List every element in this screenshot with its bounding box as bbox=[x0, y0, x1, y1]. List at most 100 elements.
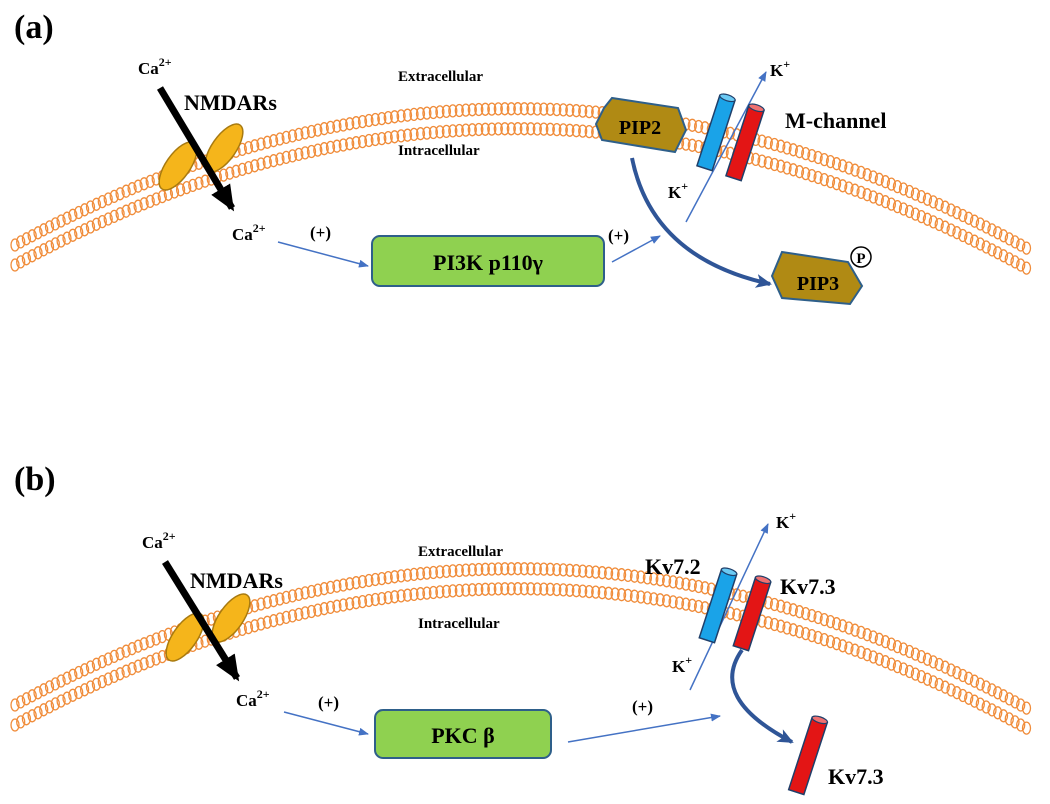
membrane-bead bbox=[975, 677, 985, 691]
membrane-bead bbox=[880, 195, 891, 209]
membrane-bead bbox=[801, 146, 811, 161]
membrane-bead bbox=[338, 138, 348, 152]
calcium-influx-arrow bbox=[162, 560, 240, 682]
membrane-bead bbox=[27, 709, 37, 723]
membrane-bead bbox=[539, 562, 549, 576]
membrane-bead bbox=[844, 161, 854, 175]
membrane-bead bbox=[383, 590, 393, 605]
membrane-bead bbox=[493, 122, 503, 136]
membrane-bead bbox=[415, 567, 426, 581]
membrane-bead bbox=[139, 657, 149, 671]
membrane-bead bbox=[62, 691, 72, 705]
membrane-bead bbox=[964, 211, 974, 225]
m-channel-blue-subunit bbox=[696, 93, 736, 172]
membrane-bead bbox=[500, 582, 510, 596]
membrane-bead bbox=[121, 184, 131, 198]
membrane-bead bbox=[10, 718, 20, 732]
membrane-bead bbox=[987, 223, 997, 237]
membrane-bead bbox=[844, 181, 854, 195]
ca-to-enzyme-arrow-b bbox=[283, 711, 369, 736]
membrane-bead bbox=[306, 584, 317, 599]
membrane-bead bbox=[916, 669, 927, 684]
membrane-bead bbox=[383, 570, 393, 585]
membrane-bead bbox=[467, 103, 477, 117]
membrane-bead bbox=[623, 568, 633, 583]
membrane-bead bbox=[674, 596, 685, 610]
panel-b: (b) Ca2+ NMDARs Ca2+ Extracellular Intra… bbox=[10, 461, 1032, 796]
membrane-bead bbox=[56, 234, 66, 248]
membrane-bead bbox=[351, 596, 361, 610]
membrane-bead bbox=[513, 102, 523, 116]
membrane-bead bbox=[807, 608, 817, 623]
kv73-label: Kv7.3 bbox=[780, 574, 836, 599]
membrane-bead bbox=[558, 583, 568, 597]
membrane-bead bbox=[121, 664, 131, 678]
membrane-bead bbox=[539, 122, 549, 136]
membrane-bead bbox=[448, 584, 458, 598]
membrane-bead bbox=[474, 122, 484, 137]
ca-to-enzyme-arrow-a bbox=[277, 241, 369, 268]
membrane-bead bbox=[262, 615, 272, 629]
membrane-bead bbox=[952, 666, 962, 680]
membrane-bead bbox=[993, 226, 1003, 240]
membrane-bead bbox=[121, 204, 131, 218]
membrane-bead bbox=[68, 668, 78, 682]
membrane-bead bbox=[79, 203, 90, 217]
membrane-bead bbox=[649, 592, 659, 606]
membrane-bead bbox=[262, 155, 272, 169]
membrane-bead bbox=[565, 123, 575, 137]
k-extracellular-a: K+ bbox=[770, 57, 790, 80]
membrane-bead bbox=[480, 582, 490, 596]
membrane-bead bbox=[788, 623, 798, 637]
membrane-bead bbox=[825, 154, 836, 169]
membrane-bead bbox=[250, 139, 260, 153]
membrane-bead bbox=[506, 582, 516, 596]
membrane-bead bbox=[115, 187, 125, 201]
membrane-bead bbox=[868, 190, 878, 204]
membrane-bead bbox=[1010, 255, 1020, 269]
membrane-bead bbox=[44, 680, 55, 694]
membrane-bead bbox=[415, 107, 426, 121]
membrane-bead bbox=[467, 123, 477, 137]
membrane-bead bbox=[769, 137, 780, 152]
membrane-bead bbox=[668, 595, 678, 609]
membrane-bead bbox=[357, 594, 368, 609]
membrane-bead bbox=[74, 205, 84, 220]
membrane-bead bbox=[788, 603, 798, 617]
membrane-bead bbox=[487, 582, 497, 596]
membrane-bead bbox=[584, 584, 594, 599]
membrane-bead bbox=[383, 130, 393, 145]
membrane-bead bbox=[916, 189, 927, 204]
membrane-bead bbox=[1016, 258, 1026, 272]
membrane-bead bbox=[700, 581, 710, 595]
membrane-bead bbox=[402, 108, 413, 122]
membrane-bead bbox=[448, 564, 458, 578]
membrane-bead bbox=[409, 587, 419, 602]
membrane-bead bbox=[904, 184, 915, 199]
membrane-bead bbox=[357, 134, 368, 149]
membrane-bead bbox=[389, 570, 400, 584]
membrane-bead bbox=[262, 135, 272, 149]
membrane-bead bbox=[769, 617, 780, 632]
membrane-bead bbox=[218, 168, 229, 182]
membrane-bead bbox=[892, 639, 903, 654]
potassium-efflux-arrow-a bbox=[685, 71, 767, 223]
membrane-bead bbox=[757, 154, 767, 168]
membrane-bead bbox=[319, 142, 329, 156]
membrane-bead bbox=[519, 582, 529, 596]
membrane-bead bbox=[794, 605, 805, 619]
membrane-bead bbox=[532, 122, 542, 136]
membrane-bead bbox=[175, 183, 186, 197]
membrane-bead bbox=[44, 700, 55, 714]
membrane-bead bbox=[409, 127, 419, 142]
membrane-bead bbox=[532, 102, 542, 116]
membrane-bead bbox=[687, 578, 697, 592]
membrane-bead bbox=[668, 575, 678, 589]
plus-left-a: (+) bbox=[310, 223, 331, 242]
membrane-bead bbox=[981, 220, 991, 234]
membrane-bead bbox=[636, 590, 646, 604]
membrane-bead bbox=[597, 566, 607, 580]
membrane-bead bbox=[243, 140, 254, 155]
membrane-bead bbox=[377, 111, 387, 126]
